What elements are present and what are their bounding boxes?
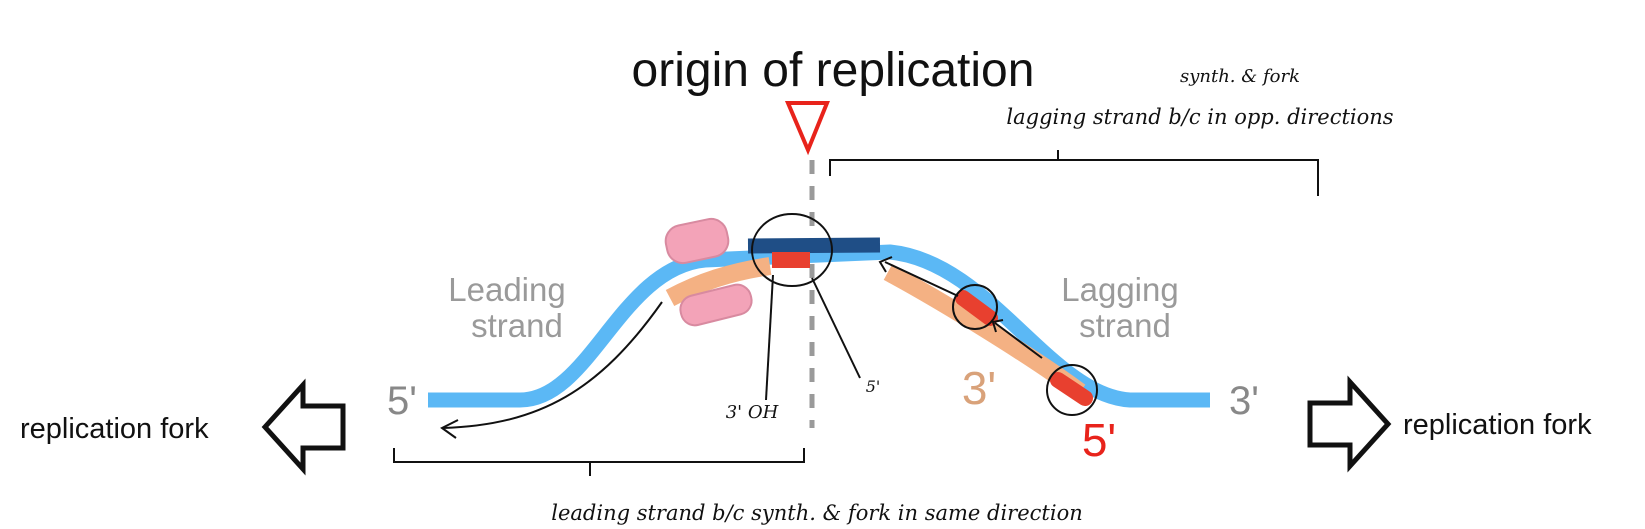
- leading-bracket: [393, 448, 805, 476]
- diagram-title: origin of replication: [632, 44, 1035, 97]
- lagging-strand-label-line2: strand: [1079, 307, 1171, 344]
- lagging-primer-2: [1050, 372, 1093, 406]
- lagging-primer-1: [955, 290, 998, 326]
- origin-marker-icon: [784, 101, 830, 156]
- lagging-caption: lagging strand b/c in opp. directions: [1006, 105, 1393, 129]
- leading-strand-label-line1: Leading: [448, 271, 565, 308]
- left-5-prime-label: 5': [387, 379, 417, 423]
- three-prime-oh-note: 3' OH: [726, 402, 779, 423]
- leading-caption: leading strand b/c synth. & fork in same…: [551, 501, 1082, 525]
- enzyme-icon: [664, 217, 753, 327]
- leading-strand-label-line2: strand: [471, 307, 563, 344]
- five-prime-note: 5': [866, 377, 881, 396]
- dark-strand-segment: [747, 237, 881, 254]
- lagging-bracket: [829, 150, 1319, 196]
- left-fork-label: replication fork: [20, 413, 209, 445]
- leading-primer: [772, 252, 810, 268]
- lagging-okazaki-arrows: [878, 256, 1043, 359]
- left-arrow-icon: [261, 378, 346, 476]
- lagging-3-prime-label: 3': [962, 362, 996, 414]
- five-prime-pointer: [811, 277, 861, 379]
- circle-annotation-primer-2: [1046, 364, 1098, 416]
- three-prime-oh-pointer: [765, 274, 774, 401]
- right-fork-label: replication fork: [1403, 409, 1592, 441]
- right-3-prime-label: 3': [1229, 379, 1259, 423]
- lagging-strand-label-line1: Lagging: [1061, 271, 1178, 308]
- lagging-5-prime-label: 5': [1082, 414, 1116, 466]
- circle-annotation-top: [751, 213, 833, 287]
- lagging-caption-top: synth. & fork: [1180, 66, 1300, 87]
- leading-direction-arrow: [440, 301, 663, 439]
- right-arrow-icon: [1307, 375, 1392, 473]
- circle-annotation-primer-1: [952, 284, 998, 330]
